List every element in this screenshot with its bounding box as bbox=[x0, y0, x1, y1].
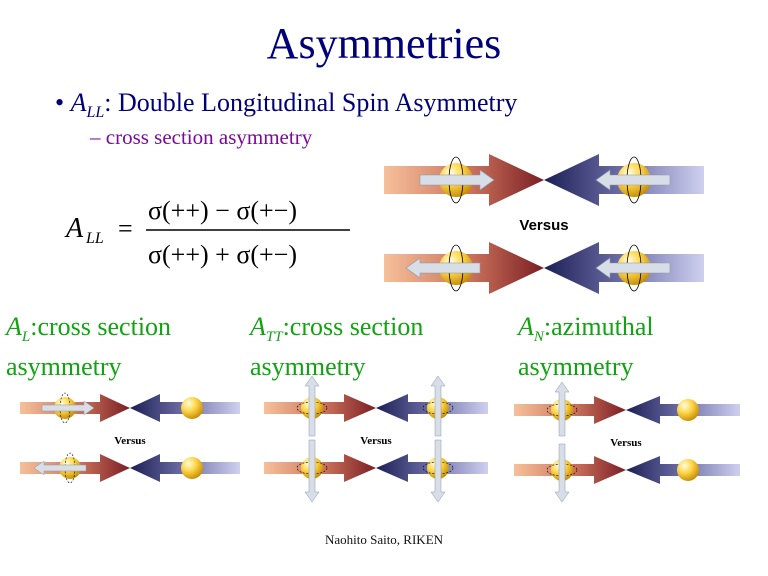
spin-arrow-down bbox=[430, 439, 446, 503]
spin-arrow-right bbox=[419, 169, 495, 191]
beam-row-plus-plus bbox=[384, 154, 704, 206]
panel-al-heading: AL:cross section asymmetry bbox=[6, 312, 171, 382]
proton-ball bbox=[181, 397, 203, 419]
spin-arrow-down bbox=[554, 443, 570, 503]
versus-label: Versus bbox=[519, 217, 568, 234]
panel-al-diagram: Versus bbox=[20, 392, 240, 484]
versus-label: Versus bbox=[114, 435, 146, 447]
spin-arrow-down bbox=[304, 439, 320, 503]
slide-title: Asymmetries bbox=[266, 19, 502, 68]
spin-arrow-up bbox=[554, 381, 570, 437]
formula-numerator: σ(++) − σ(+−) bbox=[148, 196, 297, 225]
panel-al-line1: :cross section bbox=[30, 312, 172, 341]
spin-arrow-up bbox=[304, 375, 320, 437]
panel-an-heading: AN:azimuthal asymmetry bbox=[518, 312, 654, 382]
beam-row-plus-minus bbox=[384, 242, 704, 294]
all-formula: A LL = σ(++) − σ(+−) σ(++) + σ(+−) bbox=[64, 196, 350, 269]
main-collision-diagram: Versus bbox=[384, 154, 704, 294]
spin-arrow-left bbox=[33, 460, 87, 476]
asymmetry-symbol: A bbox=[70, 88, 87, 117]
proton-ball bbox=[677, 459, 699, 481]
spin-arrow-right bbox=[41, 400, 95, 416]
beam-row-bottom bbox=[20, 452, 240, 484]
panel-al-subscript: L bbox=[21, 329, 31, 346]
beam-row-bottom bbox=[514, 443, 740, 503]
panel-att-subscript: TT bbox=[265, 329, 283, 346]
versus-label: Versus bbox=[610, 437, 642, 449]
panel-att-diagram: Versus bbox=[264, 375, 488, 503]
panel-att-heading: ATT:cross section asymmetry bbox=[250, 312, 423, 382]
bullet-all: • ALL: Double Longitudinal Spin Asymmetr… bbox=[55, 88, 517, 122]
panel-al-line2: asymmetry bbox=[6, 352, 122, 382]
spin-orbit-ellipse bbox=[546, 463, 578, 477]
bullet-dot: • bbox=[55, 88, 71, 117]
spin-orbit-ellipse bbox=[422, 401, 454, 415]
panel-att-symbol: A bbox=[250, 312, 266, 341]
panel-al-symbol: A bbox=[6, 312, 22, 341]
beam-row-top bbox=[514, 381, 740, 437]
panel-an-diagram: Versus bbox=[514, 381, 740, 503]
panel-an-symbol: A bbox=[518, 312, 534, 341]
proton-ball bbox=[677, 399, 699, 421]
spin-orbit-ellipse bbox=[296, 401, 328, 415]
beam-row-bottom bbox=[264, 439, 488, 503]
proton-ball bbox=[181, 457, 203, 479]
formula-lhs-symbol: A bbox=[64, 213, 84, 244]
beam-row-top bbox=[264, 375, 488, 437]
panel-an-subscript: N bbox=[533, 329, 544, 346]
versus-label: Versus bbox=[360, 435, 392, 447]
spin-arrow-left bbox=[595, 169, 671, 191]
spin-arrow-left bbox=[405, 257, 481, 279]
sub-bullet: – cross section asymmetry bbox=[90, 125, 313, 149]
panel-att-line2: asymmetry bbox=[250, 352, 366, 382]
formula-lhs-subscript: LL bbox=[85, 230, 104, 247]
panel-att-line1: :cross section bbox=[282, 312, 424, 341]
spin-arrow-up bbox=[430, 375, 446, 437]
asymmetry-subscript: LL bbox=[86, 104, 105, 122]
bullet-text: : Double Longitudinal Spin Asymmetry bbox=[104, 88, 518, 117]
footer-credit: Naohito Saito, RIKEN bbox=[324, 532, 444, 547]
beam-row-top bbox=[20, 392, 240, 424]
spin-orbit-ellipse bbox=[296, 461, 328, 475]
spin-orbit-ellipse bbox=[546, 403, 578, 417]
panel-an-line1: :azimuthal bbox=[543, 312, 654, 341]
panel-an-line2: asymmetry bbox=[518, 352, 634, 382]
spin-orbit-ellipse bbox=[422, 461, 454, 475]
formula-denominator: σ(++) + σ(+−) bbox=[148, 240, 297, 269]
spin-arrow-left bbox=[595, 257, 671, 279]
formula-equals: = bbox=[118, 214, 133, 243]
